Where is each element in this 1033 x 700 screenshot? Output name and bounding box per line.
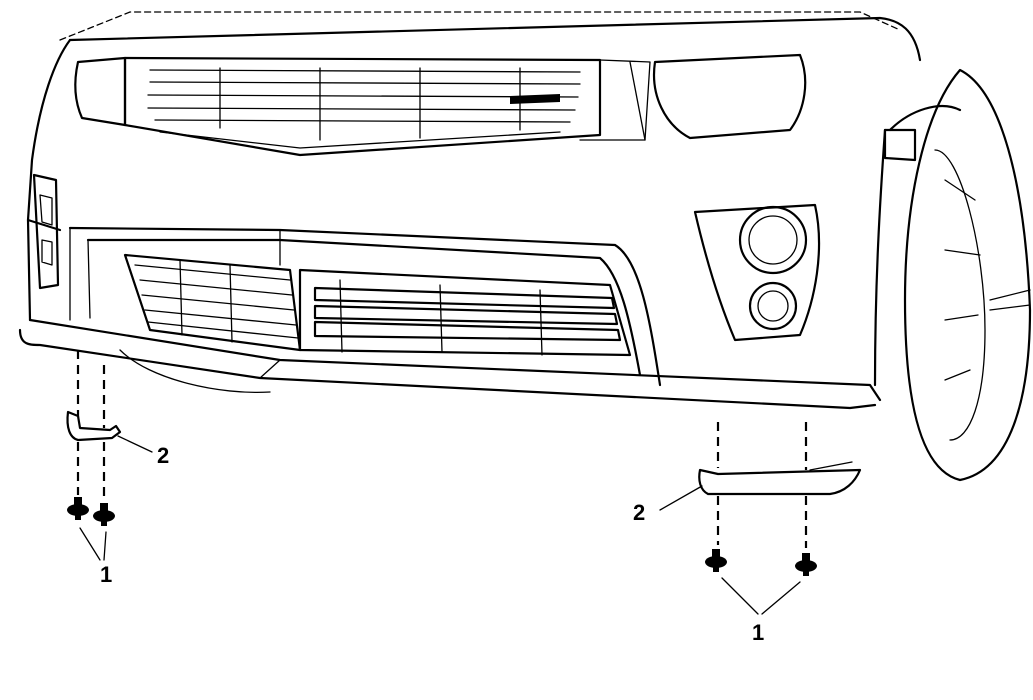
callout-label-splash-shield-right: 2 (633, 500, 645, 525)
splash-shield-left (66, 350, 122, 442)
fastener-left-group (67, 442, 115, 561)
leader-line-left-2 (117, 435, 153, 453)
bolt-icon (93, 503, 115, 526)
leader-line-right-2 (659, 485, 703, 511)
bolt-icon (705, 549, 727, 572)
bolt-icon (67, 497, 89, 520)
callout-label-fastener-left: 1 (100, 562, 112, 587)
bolt-icon (795, 553, 817, 576)
front-bumper-fascia (18, 11, 1032, 482)
fastener-right-group (705, 496, 817, 615)
splash-shield-right (698, 422, 862, 496)
callout-label-splash-shield-left: 2 (157, 443, 169, 468)
callout-label-fastener-right: 1 (752, 620, 764, 645)
